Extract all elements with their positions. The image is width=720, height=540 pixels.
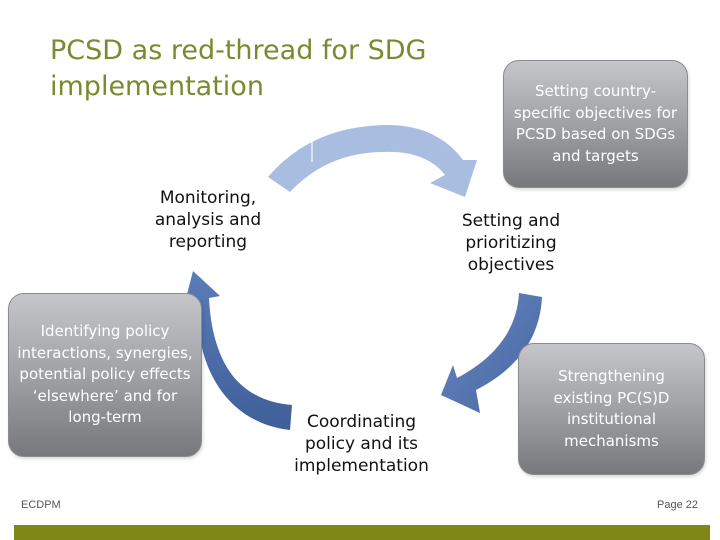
arrow-right-icon: [441, 293, 542, 413]
callout-country-specific-text: Setting country-specific objectives for …: [513, 82, 678, 165]
callout-identifying: Identifying policy interactions, synergi…: [8, 293, 202, 457]
step-coordinating-text: Coordinating policy and its implementati…: [294, 412, 429, 476]
callout-country-specific: Setting country-specific objectives for …: [503, 60, 688, 188]
step-monitoring: Monitoring, analysis and reporting: [138, 187, 278, 253]
callout-identifying-text: Identifying policy interactions, synergi…: [17, 322, 193, 427]
step-coordinating: Coordinating policy and its implementati…: [280, 411, 443, 477]
arrow-left-icon: [185, 271, 292, 430]
step-setting-prioritizing: Setting and prioritizing objectives: [445, 210, 577, 276]
step-monitoring-text: Monitoring, analysis and reporting: [154, 188, 262, 252]
footer-page-number: Page 22: [657, 499, 698, 511]
footer-organization: ECDPM: [21, 499, 61, 511]
step-setting-text: Setting and prioritizing objectives: [461, 211, 561, 275]
arrow-top-icon: [268, 124, 477, 197]
callout-strengthening: Strengthening existing PC(S)D institutio…: [518, 343, 705, 475]
callout-strengthening-text: Strengthening existing PC(S)D institutio…: [553, 367, 670, 450]
slide-title: PCSD as red-thread for SDG implementatio…: [50, 35, 427, 102]
footer-bar: [14, 525, 710, 540]
